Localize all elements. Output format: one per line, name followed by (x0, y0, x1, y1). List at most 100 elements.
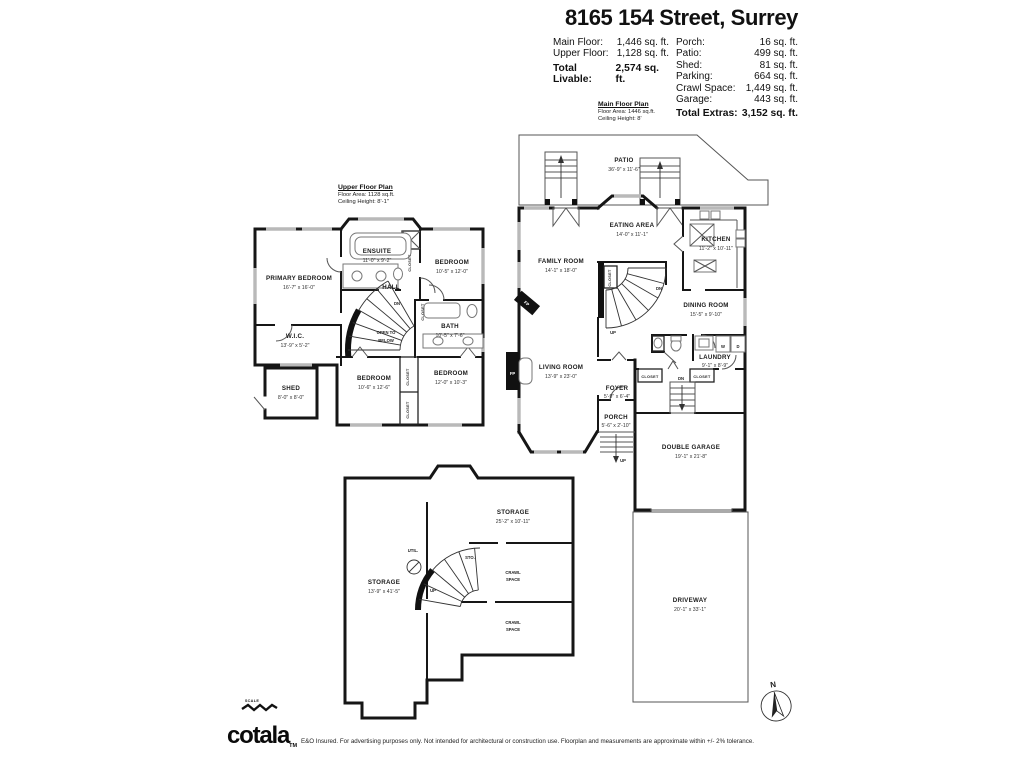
crawl-space-label: CRAWL (505, 620, 521, 625)
stat-label: Shed: (676, 59, 703, 71)
logo-text: cotala (227, 722, 290, 749)
stat-value: 81 sq. ft. (759, 59, 798, 71)
main-door-swings (609, 235, 737, 401)
room-dims: 9'-1" x 8'-9" (702, 363, 728, 369)
stat-value: 2,574 sq. ft. (615, 62, 660, 86)
basement-plan: STORAGE 25'-2" x 10'-11" CRAWL SPACE CRA… (343, 464, 575, 720)
washer-label: W (721, 344, 725, 349)
room-label: KITCHEN (701, 236, 731, 243)
room-dims: 13'-9" x 41'-5" (368, 589, 400, 595)
total-livable-row: Total Livable: 2,574 sq. ft. (553, 63, 669, 86)
room-label: BEDROOM (434, 370, 468, 377)
crawl-space-label: SPACE (506, 627, 520, 632)
stat-value: 1,128 sq. ft. (616, 48, 669, 60)
stat-value: 1,449 sq. ft. (745, 82, 798, 94)
room-label: DOUBLE GARAGE (662, 444, 720, 451)
stat-row: Parking: 664 sq. ft. (676, 71, 798, 82)
room-label: EATING AREA (610, 222, 655, 229)
room-dims: 8'-0" x 8'-0" (278, 395, 304, 401)
north-indicator: N (760, 680, 792, 722)
storage-closet-label: STO. (465, 555, 475, 560)
room-label: W.I.C. (286, 333, 304, 340)
room-dims: 11'-2" x 10'-11" (699, 246, 733, 252)
stairs-dn-label: DN (394, 301, 400, 306)
basement-staircase (414, 547, 481, 611)
upper-plan-area: Floor Area: 1128 sq.ft. (338, 192, 395, 198)
closet-label: CLOSET (693, 375, 711, 379)
compass-circle (760, 690, 792, 722)
compass-needle (771, 692, 777, 718)
bath-fixtures (422, 302, 484, 349)
shed-structure (253, 366, 319, 420)
stat-label: Total Extras: (676, 108, 738, 120)
stat-value: 16 sq. ft. (759, 37, 798, 48)
main-floor-plan-header: Main Floor Plan Floor Area: 1446 sq.ft. … (598, 101, 655, 123)
room-label: BATH (441, 323, 459, 330)
room-label: DRIVEWAY (673, 597, 708, 604)
stat-row: Porch: 16 sq. ft. (676, 37, 798, 48)
stairs-dn-label: DN (656, 286, 662, 291)
room-dims: 16'-7" x 16'-0" (283, 285, 315, 291)
upper-windows (253, 217, 485, 427)
closet-label: CLOSET (421, 303, 425, 321)
room-label: STORAGE (368, 579, 400, 586)
stat-label: Crawl Space: (676, 82, 736, 94)
kitchen-fixtures (689, 210, 746, 288)
stairs-dn-label: DN (678, 376, 684, 381)
basement-exterior-walls (343, 464, 575, 720)
room-dims: 11'-0" x 9'-2" (363, 258, 392, 264)
crawl-space-label: CRAWL (505, 570, 521, 575)
stat-label: Upper Floor: (553, 48, 609, 60)
stat-value: 3,152 sq. ft. (741, 108, 798, 120)
room-label: PATIO (614, 157, 633, 164)
ensuite-fixtures (342, 232, 412, 289)
basement-interior-walls (426, 502, 574, 681)
room-dims: 14'-0" x 11'-1" (616, 232, 648, 238)
utility-symbol (406, 559, 422, 575)
room-dims: 15'-5" x 9'-10" (690, 312, 722, 318)
fireplace-label: FP (510, 371, 516, 376)
stairs-up-label: UP (610, 330, 616, 335)
upper-plan-ceiling: Ceiling Height: 8'-1" (338, 199, 389, 205)
fireplace-left (506, 352, 533, 390)
livable-area-summary: Main Floor: 1,446 sq. ft. Upper Floor: 1… (553, 37, 669, 86)
patio-outline (518, 134, 769, 206)
closet-label: CLOSET (406, 401, 410, 419)
open-to-below-label: OPEN TO (377, 330, 397, 335)
room-dims: 12'-0" x 10'-3" (435, 380, 467, 386)
garage-staircase (669, 381, 696, 414)
upper-interior-walls (254, 228, 484, 426)
main-staircase (598, 262, 667, 329)
stat-row: Garage: 443 sq. ft. (676, 94, 798, 105)
patio-stairs-right (639, 157, 681, 206)
north-label: N (770, 680, 777, 690)
porch-stairs (598, 431, 635, 463)
powder-laundry-fixtures (651, 335, 746, 353)
patio-door-swings (552, 207, 684, 228)
room-label: FAMILY ROOM (538, 258, 584, 265)
main-interior-walls (597, 207, 746, 433)
closet-label: CLOSET (408, 254, 412, 272)
crawl-space-label: SPACE (506, 577, 520, 582)
patio-stairs-left (544, 151, 578, 206)
room-label: BEDROOM (357, 375, 391, 382)
utility-label: UTIL. (408, 548, 418, 553)
room-dims: 5'-6" x 2'-10" (601, 423, 630, 429)
scale-bar (241, 703, 278, 712)
room-label: LIVING ROOM (539, 364, 583, 371)
main-plan-title: Main Floor Plan (598, 101, 649, 108)
upper-floor-plan: PRIMARY BEDROOM 16'-7" x 16'-0" ENSUITE … (253, 217, 485, 427)
room-dims: 10'-5" x 7'-6" (435, 333, 464, 339)
dryer-label: D (736, 344, 739, 349)
stat-row: Crawl Space: 1,449 sq. ft. (676, 83, 798, 94)
upper-floor-plan-header: Upper Floor Plan Floor Area: 1128 sq.ft.… (338, 184, 395, 206)
room-label: HALL (382, 284, 400, 291)
stat-row: Patio: 499 sq. ft. (676, 48, 798, 59)
main-floor-plan: PATIO 36'-9" x 11'-6" EATING AREA 14'-0"… (506, 134, 769, 703)
room-label: PRIMARY BEDROOM (266, 275, 332, 282)
stat-value: 443 sq. ft. (754, 94, 798, 106)
page-title: 8165 154 Street, Surrey (565, 5, 798, 30)
compass-needle (773, 691, 785, 718)
room-label: ENSUITE (363, 248, 392, 255)
